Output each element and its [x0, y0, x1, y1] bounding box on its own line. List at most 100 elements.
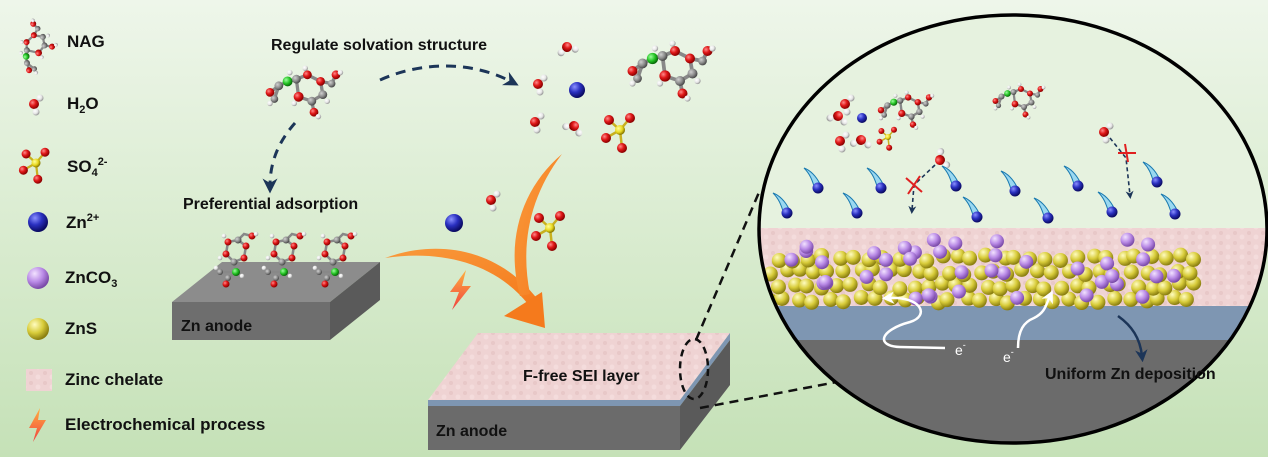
znco3-particle: [921, 288, 936, 303]
zns-particle: [1123, 264, 1139, 280]
zoom-inset-border: [757, 13, 1268, 445]
znco3-particle: [951, 284, 966, 299]
znco3-particle: [926, 232, 941, 247]
zns-particle: [1158, 250, 1174, 266]
zns-particle: [1061, 291, 1077, 307]
legend-label-water: H2O: [67, 94, 99, 116]
zns-particle: [1070, 278, 1086, 294]
zns-particle: [1037, 251, 1053, 267]
zns-particle: [907, 280, 923, 296]
znco3-particle: [859, 269, 874, 284]
zns-particle: [805, 264, 821, 280]
zns-particle: [962, 250, 978, 266]
legend-label-nag: NAG: [67, 32, 105, 51]
legend-label-zinc-carbonate: ZnCO3: [65, 268, 117, 290]
znco3-particle: [1149, 269, 1164, 284]
free-water: [485, 189, 502, 213]
legend-water-main: H: [67, 94, 80, 113]
electron-label-2: e-: [1003, 347, 1014, 365]
free-zinc-ion: [445, 214, 463, 232]
center-anode-label: Zn anode: [436, 423, 508, 440]
zns-particle: [1173, 247, 1189, 263]
legend-zinc-sulfide-icon: [27, 318, 49, 340]
zns-particle: [1054, 280, 1070, 296]
znco3-particle: [989, 234, 1004, 249]
znco3-particle: [1120, 232, 1135, 247]
zns-particle: [792, 292, 808, 308]
legend-zinc-carbonate-icon: [27, 267, 49, 289]
legend-sulfate-icon: [17, 146, 51, 185]
preferential-adsorption-label: Preferential adsorption: [183, 196, 359, 213]
znco3-particle: [1079, 288, 1094, 303]
zns-particle: [1070, 249, 1086, 265]
zns-particle: [774, 290, 790, 306]
free-sulfate: [529, 209, 567, 253]
znco3-particle: [903, 251, 918, 266]
zns-particle: [950, 248, 966, 264]
process-lightning-icon: [450, 270, 471, 310]
zns-particle: [1052, 252, 1068, 268]
zns-particle: [788, 277, 804, 293]
zns-particle: [770, 279, 786, 295]
legend-label-zinc-ion: Zn2+: [66, 212, 99, 233]
legend-sulfate-sub: 4: [91, 167, 98, 179]
znco3-particle: [988, 248, 1003, 263]
zns-particle: [799, 278, 815, 294]
zns-particle: [1145, 280, 1161, 296]
nag-molecule: [263, 63, 345, 121]
legend-label-sulfate: SO42-: [67, 156, 107, 179]
zns-particle: [771, 252, 787, 268]
adsorption-dashed-arrow: [262, 122, 297, 194]
legend-zinc-chelate-swatch: [26, 369, 52, 391]
blocked-cross-icon: [905, 175, 923, 195]
legend-water-icon: [28, 93, 45, 117]
electron-label-1: e-: [955, 340, 966, 358]
uniform-deposition-label: Uniform Zn deposition: [1045, 366, 1216, 383]
znco3-particle: [948, 236, 963, 251]
zns-particle: [978, 247, 994, 263]
solvation-cluster: [529, 36, 718, 155]
zns-particle: [835, 263, 851, 279]
legend-zinc-sup: 2+: [86, 212, 100, 224]
zns-particle: [1157, 280, 1173, 296]
znco3-particle: [818, 274, 833, 289]
zns-particle: [845, 249, 861, 265]
deposition-arrow: [1117, 314, 1148, 363]
solvation-dashed-arrow: [379, 64, 519, 86]
zns-particle: [971, 292, 987, 308]
legend-znco3-sub: 3: [111, 278, 118, 290]
legend-znco3-main: ZnCO: [65, 268, 112, 287]
znco3-particle: [1141, 237, 1156, 252]
zoom-inset: [759, 15, 1267, 443]
zoom-region-marker: [678, 337, 710, 401]
znco3-particle: [1105, 269, 1120, 284]
zns-particle: [1029, 263, 1045, 279]
znco3-particle: [933, 244, 948, 259]
znco3-particle: [799, 239, 814, 254]
zns-particle: [942, 265, 958, 281]
znco3-particle: [1135, 289, 1150, 304]
znco3-particle: [1070, 261, 1085, 276]
zns-particle: [872, 280, 888, 296]
zns-particle: [1185, 251, 1201, 267]
zns-particle: [1043, 265, 1059, 281]
legend-label-electrochemical: Electrochemical process: [65, 415, 266, 434]
electron-e: e: [1003, 349, 1011, 365]
znco3-particle: [1094, 274, 1109, 289]
electron-sup: -: [1010, 347, 1014, 357]
zns-particle: [1167, 290, 1183, 306]
legend-zinc-ion-icon: [28, 212, 48, 232]
zns-particle: [823, 291, 839, 307]
znco3-particle: [878, 252, 893, 267]
zns-particle: [1182, 265, 1198, 281]
zns-particle: [1036, 281, 1052, 297]
electron-sup: -: [962, 340, 966, 350]
blocked-cross-icon: [1118, 143, 1136, 163]
zns-particle: [1107, 290, 1123, 306]
zns-particle: [842, 276, 858, 292]
znco3-particle: [1166, 268, 1181, 283]
center-zn-anode-block: [428, 333, 730, 450]
znco3-particle: [815, 255, 830, 270]
legend-water-sub: 2: [79, 104, 86, 116]
process-arrow-left: [385, 248, 538, 304]
